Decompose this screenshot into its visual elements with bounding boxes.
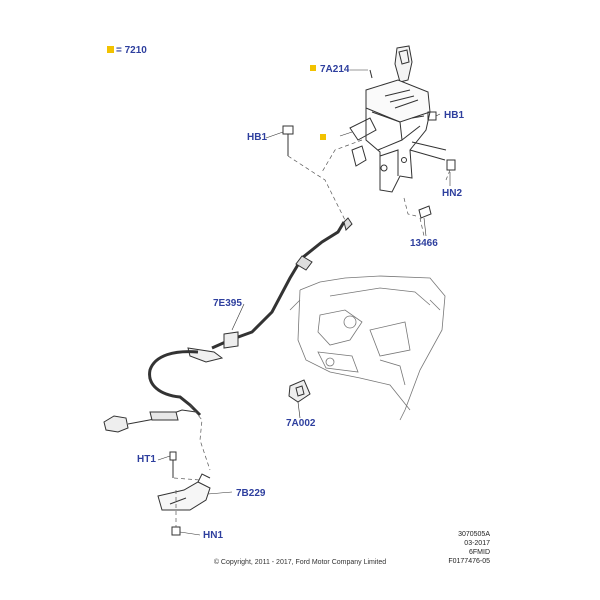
drawing-ref: 3070505A xyxy=(458,531,490,538)
gear-shifter-assembly xyxy=(349,45,447,193)
callout-7a002: 7A002 xyxy=(286,418,316,429)
bolt-parts xyxy=(169,111,456,536)
leader-lines xyxy=(157,69,451,536)
shift-cable xyxy=(103,217,353,433)
drawing-number: F0177476-05 xyxy=(448,558,490,565)
copyright-notice: © Copyright, 2011 - 2017, Ford Motor Com… xyxy=(213,559,387,566)
drawing-model: 6FMID xyxy=(469,549,490,556)
drawing-meta: 3070505A 03-2017 6FMID F0177476-05 xyxy=(400,530,490,566)
callout-hb1-right: HB1 xyxy=(444,110,465,121)
marker-square-icon xyxy=(320,134,326,140)
floor-panel xyxy=(289,275,446,421)
callout-hb1-left: HB1 xyxy=(247,132,268,143)
callout-hn2: HN2 xyxy=(442,188,463,199)
legend-square-icon xyxy=(107,46,114,53)
callout-7a214: 7A214 xyxy=(320,64,350,75)
callout-7e395: 7E395 xyxy=(213,298,242,309)
marker-square-icon xyxy=(310,65,316,71)
callout-ht1: HT1 xyxy=(137,454,156,465)
callout-hn1: HN1 xyxy=(203,530,224,541)
legend-code: 7210 xyxy=(124,45,147,56)
grommet-part xyxy=(288,379,311,403)
legend: = 7210 xyxy=(107,45,147,57)
callout-7b229: 7B229 xyxy=(236,488,266,499)
assembly-lines xyxy=(173,139,451,527)
drawing-date: 03-2017 xyxy=(464,540,490,547)
callout-13466: 13466 xyxy=(410,238,438,249)
legend-equals: = xyxy=(116,45,125,56)
cable-bracket xyxy=(157,473,211,511)
